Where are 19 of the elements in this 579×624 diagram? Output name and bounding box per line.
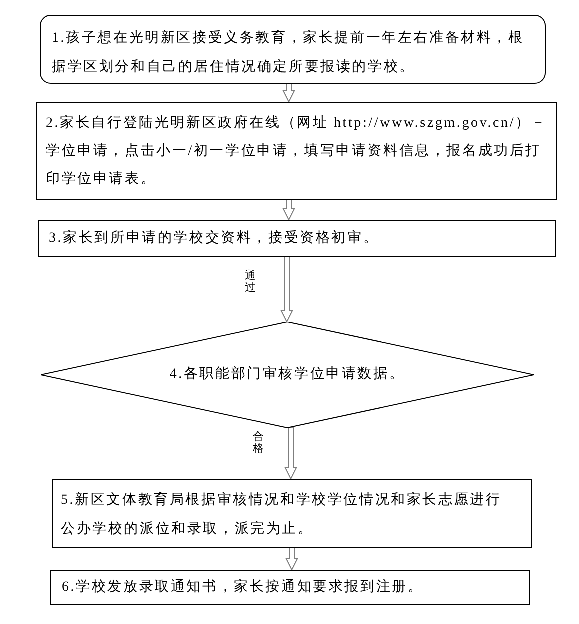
process-box [40,15,546,84]
step-text: 5.新区文体教育局根据审核情况和学校学位情况和家长志愿进行公办学校的派位和录取，派完为止。 [61,491,503,539]
step-text: 4.各职能部门审核学位申请数据。 [170,365,406,384]
process-box [50,570,530,605]
arrow [284,428,298,480]
step-text: 2.家长自行登陆光明新区政府在线（网址 http://www.szgm.gov.cn/）－学位申请，点击小一/初一学位申请，填写申请资料信息，报名成功后打印学位申请表。 [46,114,548,189]
decision-diamond [41,322,534,428]
process-box [52,479,532,548]
edge-label: 合格 [253,431,264,456]
process-box [38,220,556,257]
step-text: 1.孩子想在光明新区接受义务教育，家长提前一年左右准备材料，根据学区划分和自己的居住情况确定所要报读的学校。 [52,29,526,77]
edge-label: 通过 [245,270,256,294]
process-box [36,102,557,200]
step-text: 6.学校发放录取通知书，家长按通知要求报到注册。 [62,578,424,596]
arrow [282,84,296,104]
arrow [280,256,294,324]
step-text: 3.家长到所申请的学校交资料，接受资格初审。 [49,229,380,248]
arrow [282,200,296,222]
arrow [286,548,298,572]
